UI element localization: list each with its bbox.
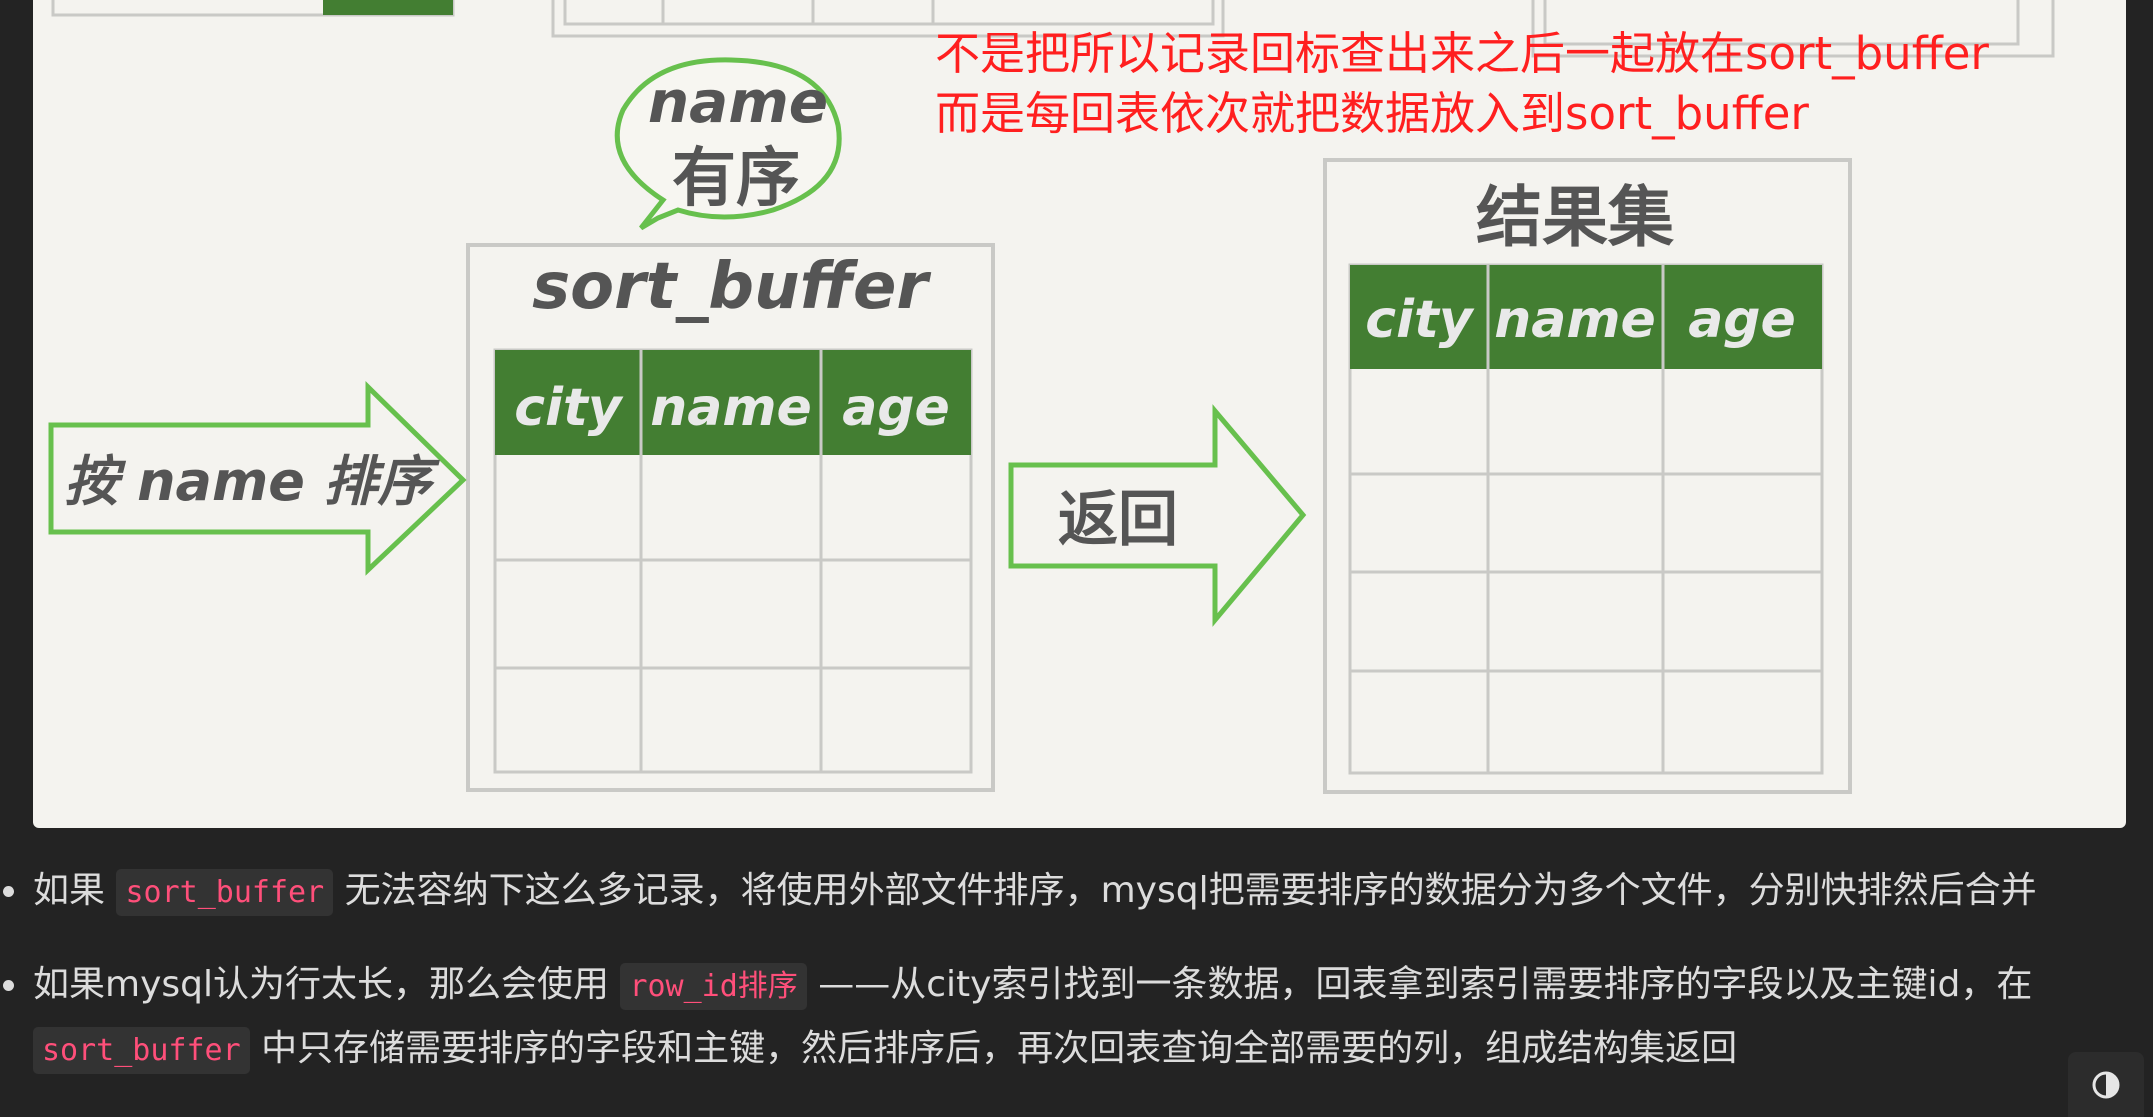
contrast-icon bbox=[2092, 1071, 2120, 1098]
red-annotation: 不是把所以记录回标查出来之后一起放在sort_buffer 而是每回表依次就把数… bbox=[935, 24, 1989, 144]
result-set-title: 结果集 bbox=[1476, 179, 1674, 256]
result-col-age: age bbox=[1688, 290, 1796, 350]
return-arrow: 返回 bbox=[1008, 404, 1307, 627]
red-annotation-line1: 不是把所以记录回标查出来之后一起放在sort_buffer bbox=[935, 27, 1989, 80]
result-set-box: 结果集 city name age bbox=[1323, 158, 1852, 794]
bubble-line2: 有序 bbox=[672, 142, 800, 216]
sort-buffer-box: sort_buffer city name age bbox=[466, 243, 995, 792]
sort-buffer-col-city: city bbox=[514, 378, 624, 438]
result-col-name: name bbox=[1494, 290, 1656, 350]
article-body: 如果 sort_buffer 无法容纳下这么多记录，将使用外部文件排序，mysq… bbox=[0, 860, 2080, 1082]
result-col-city: city bbox=[1365, 290, 1475, 350]
diagram-image: name 有序 sort_buffer city name age 按 name… bbox=[33, 0, 2126, 828]
bubble-line1: name bbox=[648, 68, 828, 136]
name-sorted-bubble: name 有序 bbox=[614, 57, 842, 231]
bullet-dot bbox=[3, 886, 14, 897]
inline-code-sort-buffer-2: sort_buffer bbox=[33, 1027, 250, 1074]
inline-code-sort-buffer: sort_buffer bbox=[116, 869, 334, 916]
return-label: 返回 bbox=[1058, 485, 1178, 555]
list-item: 如果 sort_buffer 无法容纳下这么多记录，将使用外部文件排序，mysq… bbox=[0, 860, 2080, 924]
sort-by-name-label: 按 name 排序 bbox=[64, 450, 440, 513]
theme-toggle-button[interactable] bbox=[2068, 1052, 2144, 1117]
bullet2-text: ——从city索引找到一条数据，回表拿到索引需要排序的字段以及主键id，在 bbox=[818, 964, 2033, 1005]
red-annotation-line2: 而是每回表依次就把数据放入到sort_buffer bbox=[935, 87, 1809, 140]
sort-buffer-col-name: name bbox=[650, 378, 812, 438]
diagram-svg: name 有序 sort_buffer city name age 按 name… bbox=[48, 0, 2055, 794]
bullet1-text: 无法容纳下这么多记录，将使用外部文件排序，mysql把需要排序的数据分为多个文件… bbox=[344, 870, 2037, 911]
cropped-top-tables bbox=[51, 0, 2055, 58]
sort-buffer-title: sort_buffer bbox=[532, 250, 931, 324]
bullet-dot bbox=[3, 980, 14, 991]
inline-code-row-id: row_id排序 bbox=[620, 963, 807, 1010]
sort-by-name-arrow: 按 name 排序 bbox=[48, 381, 467, 576]
bullet2-prefix: 如果mysql认为行太长，那么会使用 bbox=[33, 964, 609, 1005]
sort-buffer-col-age: age bbox=[842, 378, 950, 438]
bullet2-text2: 中只存储需要排序的字段和主键，然后排序后，再次回表查询全部需要的列，组成结构集返… bbox=[261, 1028, 1738, 1069]
list-item: 如果mysql认为行太长，那么会使用 row_id排序 ——从city索引找到一… bbox=[0, 954, 2080, 1082]
bullet1-prefix: 如果 bbox=[33, 870, 106, 911]
